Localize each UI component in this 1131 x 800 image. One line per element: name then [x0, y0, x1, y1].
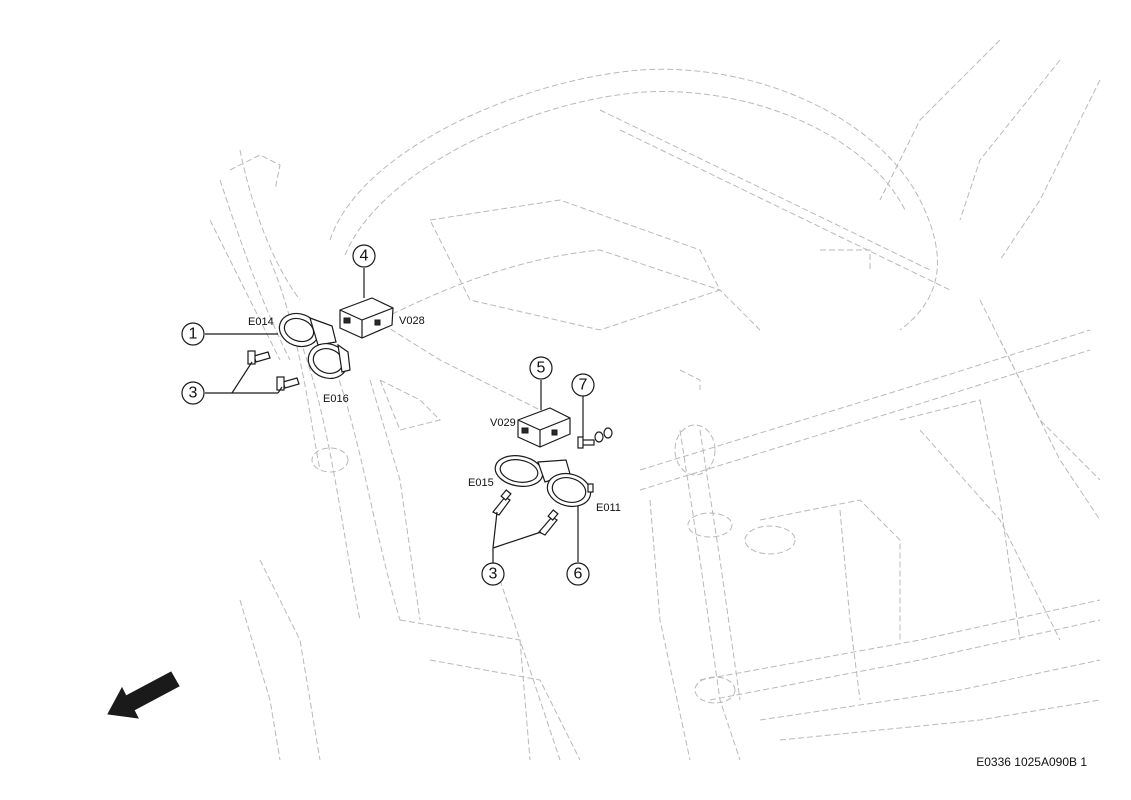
diagram-reference-number: E0336 1025A090B 1: [976, 755, 1087, 769]
callout-4-number: 4: [360, 248, 369, 265]
code-label-v028: V028: [399, 315, 425, 327]
callout-3-left: 3: [181, 381, 205, 405]
callout-4: 4: [352, 244, 376, 268]
mounting-bolts-right: [492, 489, 559, 536]
callout-3-left-number: 3: [189, 385, 198, 402]
module-v028: [339, 297, 394, 339]
callout-6-number: 6: [574, 566, 583, 583]
callout-5-number: 5: [537, 360, 546, 377]
code-label-e016: E016: [323, 393, 349, 405]
code-label-v029: V029: [490, 417, 516, 429]
work-lamp-e011: [546, 472, 594, 508]
callout-7-number: 7: [579, 377, 588, 394]
screw-washer-nut: [577, 427, 613, 449]
callout-1-number: 1: [189, 326, 198, 343]
callout-5: 5: [529, 356, 553, 380]
code-label-e014: E014: [248, 316, 274, 328]
callout-6: 6: [566, 562, 590, 586]
callout-1: 1: [181, 322, 205, 346]
callout-7: 7: [571, 373, 595, 397]
work-lamp-e014: [278, 312, 337, 348]
direction-arrow-icon: [107, 671, 180, 719]
callout-3-right-number: 3: [489, 566, 498, 583]
mounting-bolts-left: [247, 350, 300, 391]
code-label-e011: E011: [596, 502, 621, 514]
leader-lines: [205, 268, 584, 563]
module-v029: [517, 407, 571, 448]
work-lamp-e016: [307, 343, 351, 379]
tractor-cab-outline: [209, 39, 1101, 761]
code-label-e015: E015: [468, 477, 494, 489]
callout-3-right: 3: [481, 562, 505, 586]
